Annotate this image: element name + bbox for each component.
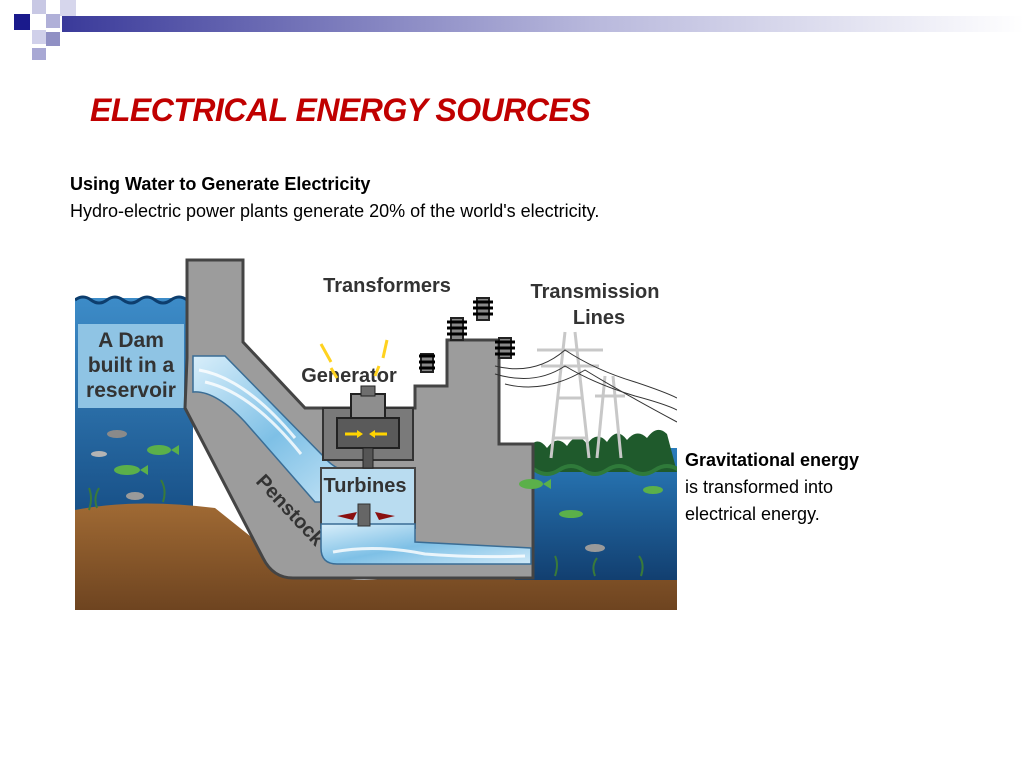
callout-bold: Gravitational energy xyxy=(685,450,860,470)
spark-icon xyxy=(319,339,389,379)
ground-soil xyxy=(75,503,677,610)
corner-decoration xyxy=(14,0,1024,60)
slide-title: ELECTRICAL ENERGY SOURCES xyxy=(90,92,591,128)
generator-label: Generator xyxy=(301,365,397,387)
generator-icon xyxy=(336,385,400,469)
dam-label-line1: A Dam xyxy=(98,329,164,352)
transformers-label: Transformers xyxy=(323,275,451,297)
seaweed-icons xyxy=(88,479,644,577)
turbine-icon xyxy=(337,503,395,527)
transmission-label-line2: Lines xyxy=(573,307,625,329)
dam-label-line3: reservoir xyxy=(86,379,176,402)
hydro-dam-diagram: A Dam built in a reservoir Penstock Turb… xyxy=(75,258,677,610)
transformers-icon xyxy=(419,297,515,373)
callout-text: Gravitational energy is transformed into… xyxy=(685,447,859,528)
turbines-label: Turbines xyxy=(324,475,407,497)
callout-line2: is transformed into xyxy=(685,477,834,497)
fish-icons xyxy=(91,430,663,552)
slide-body-text: Hydro-electric power plants generate 20%… xyxy=(70,201,600,221)
outflow-channel xyxy=(320,523,532,565)
transmission-label-line1: Transmission xyxy=(531,281,660,303)
dam-label-line2: built in a xyxy=(88,354,175,377)
transmission-lines xyxy=(494,349,677,423)
slide-subheading: Using Water to Generate Electricity xyxy=(70,174,371,194)
dam-label-box xyxy=(78,324,184,408)
callout-line3: electrical energy. xyxy=(685,504,820,524)
